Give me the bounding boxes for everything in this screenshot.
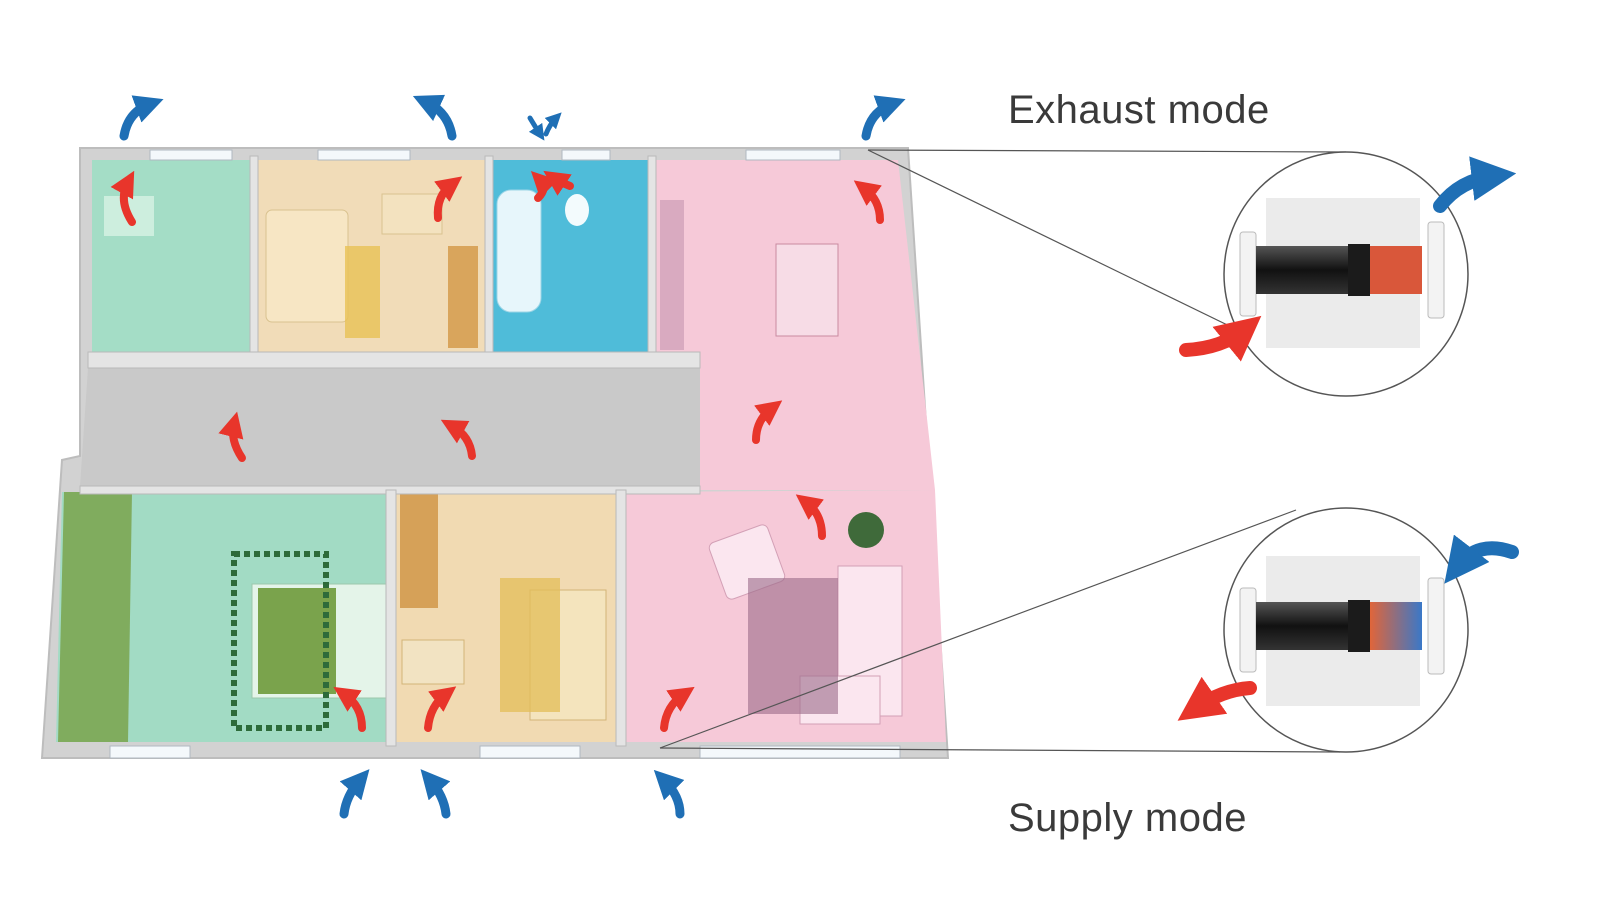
indoor-air-arrow-icon: [333, 686, 366, 732]
exhaust-mode-detail: [1179, 151, 1517, 397]
toilet: [565, 194, 589, 226]
heat-exchanger-icon: [1370, 602, 1422, 650]
outer-grille: [1239, 587, 1257, 673]
outdoor-air-arrow-icon: [861, 95, 906, 141]
callout-lines: [659, 149, 1347, 753]
outdoor-air-arrow-icon: [420, 769, 451, 819]
indoor-air-arrow-icon: [543, 170, 574, 196]
exhaust-arrow-icon: [1433, 156, 1517, 213]
room-corridor: [80, 368, 700, 486]
indoor-air-arrow-icon: [218, 411, 246, 462]
floor-plan: [40, 147, 950, 759]
inner-grille: [1427, 221, 1445, 319]
outer-grille: [1239, 231, 1257, 317]
indoor-air-arrow-icon: [424, 686, 457, 732]
inner-grille: [1427, 577, 1445, 675]
supply-mode-label: Supply mode: [1008, 796, 1247, 840]
bed-1: [265, 209, 349, 323]
rug-1: [345, 246, 380, 338]
outdoor-air-arrow-icon: [653, 769, 685, 819]
outdoor-air-arrow-icon: [1444, 534, 1519, 584]
rug-2: [231, 551, 329, 731]
indoor-air-arrow-icon: [660, 686, 695, 732]
indoor-arrows: [110, 170, 884, 732]
wardrobe-3: [400, 494, 438, 608]
indoor-air-arrow-icon: [1179, 315, 1262, 362]
heat-exchanger-icon: [1370, 246, 1422, 294]
indoor-air-arrow-icon: [795, 494, 826, 540]
outdoor-air-arrow-icon: [543, 112, 562, 137]
outdoor-air-arrow-icon: [119, 95, 164, 141]
plant: [848, 512, 884, 548]
indoor-air-arrow-icon: [853, 180, 884, 224]
rug-living: [748, 578, 838, 714]
cabinet-1: [448, 246, 478, 348]
desk-3: [401, 639, 465, 685]
indoor-air-arrow-icon: [433, 176, 463, 222]
ventilator-unit-icon: [1256, 244, 1422, 296]
indoor-air-arrow-icon: [110, 170, 136, 226]
outdoor-arrows: [119, 94, 906, 819]
kitchen-counter: [660, 200, 684, 350]
supply-mode-detail: [1177, 507, 1519, 753]
dining-table: [775, 243, 839, 337]
ventilator-unit-icon: [1256, 600, 1422, 652]
indoor-air-arrow-icon: [1177, 676, 1257, 721]
bathtub: [496, 189, 542, 313]
indoor-air-arrow-icon: [752, 400, 783, 444]
indoor-air-arrow-icon: [440, 419, 476, 460]
outdoor-air-arrow-icon: [339, 769, 370, 819]
desk-1: [381, 193, 443, 235]
rug-3: [500, 578, 560, 712]
interior-walls: [79, 155, 701, 747]
exhaust-mode-label: Exhaust mode: [1008, 88, 1270, 132]
outdoor-air-arrow-icon: [527, 115, 545, 141]
room-office: [92, 160, 250, 352]
accent-wall: [58, 492, 132, 742]
outdoor-air-arrow-icon: [412, 94, 457, 141]
